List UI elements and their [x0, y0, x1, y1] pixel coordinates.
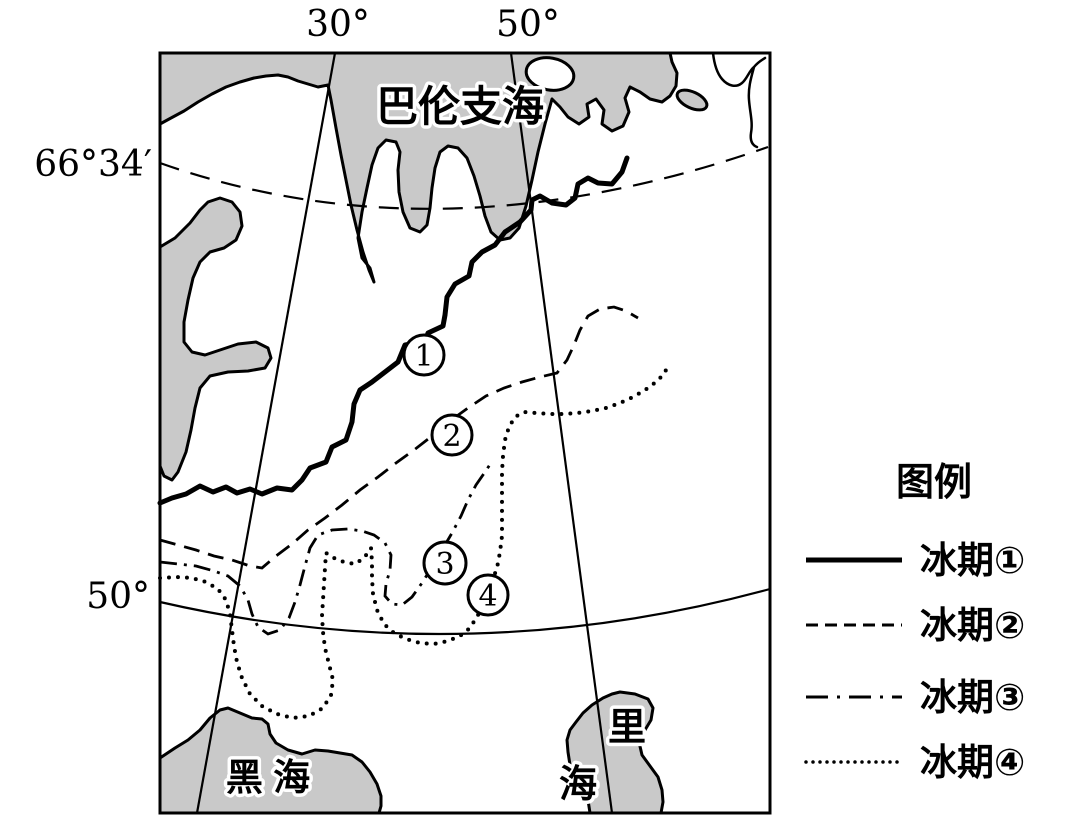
- marker-2-circle: [430, 413, 474, 457]
- ice-markers: 1 2 3 4: [402, 333, 510, 617]
- parallel-66-34-line: [159, 145, 769, 210]
- legend-item-ice3: 冰期③: [806, 677, 1025, 718]
- marker-4-digit: 4: [478, 579, 497, 614]
- legend-label-ice4: 冰期④: [920, 742, 1025, 783]
- top-label-30deg: 30°: [306, 4, 370, 45]
- legend-label-ice1: 冰期①: [920, 540, 1025, 581]
- black-sea-label: 黑 海: [226, 757, 310, 798]
- caspian-sea-label-li: 里: [608, 707, 646, 749]
- marker-3-circle: [422, 540, 468, 586]
- marker-2: 2: [430, 413, 474, 457]
- marker-4: 4: [466, 573, 510, 617]
- meridian-30-line: [195, 52, 337, 814]
- marker-3-digit: 3: [435, 547, 454, 582]
- marker-1-circle: [402, 333, 446, 377]
- barents-sea-label: 巴伦支海: [376, 83, 544, 130]
- island-shape: [524, 56, 576, 92]
- sea-labels: 巴伦支海 黑 海 里 海: [222, 80, 649, 810]
- caspian-sea-label-hai: 海: [559, 764, 597, 806]
- marker-1: 1: [402, 333, 446, 377]
- coordinate-labels: 30° 50° 66°34′ 50°: [34, 4, 560, 617]
- left-label-66-34: 66°34′: [34, 144, 152, 185]
- graticule-lines: [159, 52, 771, 814]
- legend-item-ice4: 冰期④: [804, 742, 1025, 783]
- chyosha-bay-blob: [675, 88, 709, 112]
- marker-2-digit: 2: [442, 419, 461, 454]
- marker-4-circle: [466, 573, 510, 617]
- ice-line-3: [159, 459, 495, 636]
- marker-3: 3: [422, 540, 468, 586]
- black-sea-area: [158, 706, 383, 815]
- meridian-50-line: [509, 52, 614, 814]
- top-label-50deg: 50°: [496, 4, 560, 45]
- ice-line-2: [159, 305, 639, 570]
- legend-title: 图例: [896, 462, 972, 504]
- ice-line-4: [158, 368, 668, 721]
- baltic-sea-area: [158, 196, 273, 482]
- legend-label-ice3: 冰期③: [920, 677, 1025, 718]
- legend-item-ice2: 冰期②: [806, 605, 1025, 646]
- legend-label-ice2: 冰期②: [920, 605, 1025, 646]
- parallel-50-line: [159, 587, 771, 636]
- legend-item-ice1: 冰期①: [806, 540, 1025, 581]
- map-frame: [158, 51, 772, 815]
- marker-1-digit: 1: [414, 339, 433, 374]
- legend: 图例 冰期① 冰期② 冰期③ 冰期④: [804, 462, 1025, 783]
- river-lines: [711, 51, 767, 149]
- barents-sea-area: [158, 51, 679, 284]
- left-label-50deg: 50°: [86, 576, 150, 617]
